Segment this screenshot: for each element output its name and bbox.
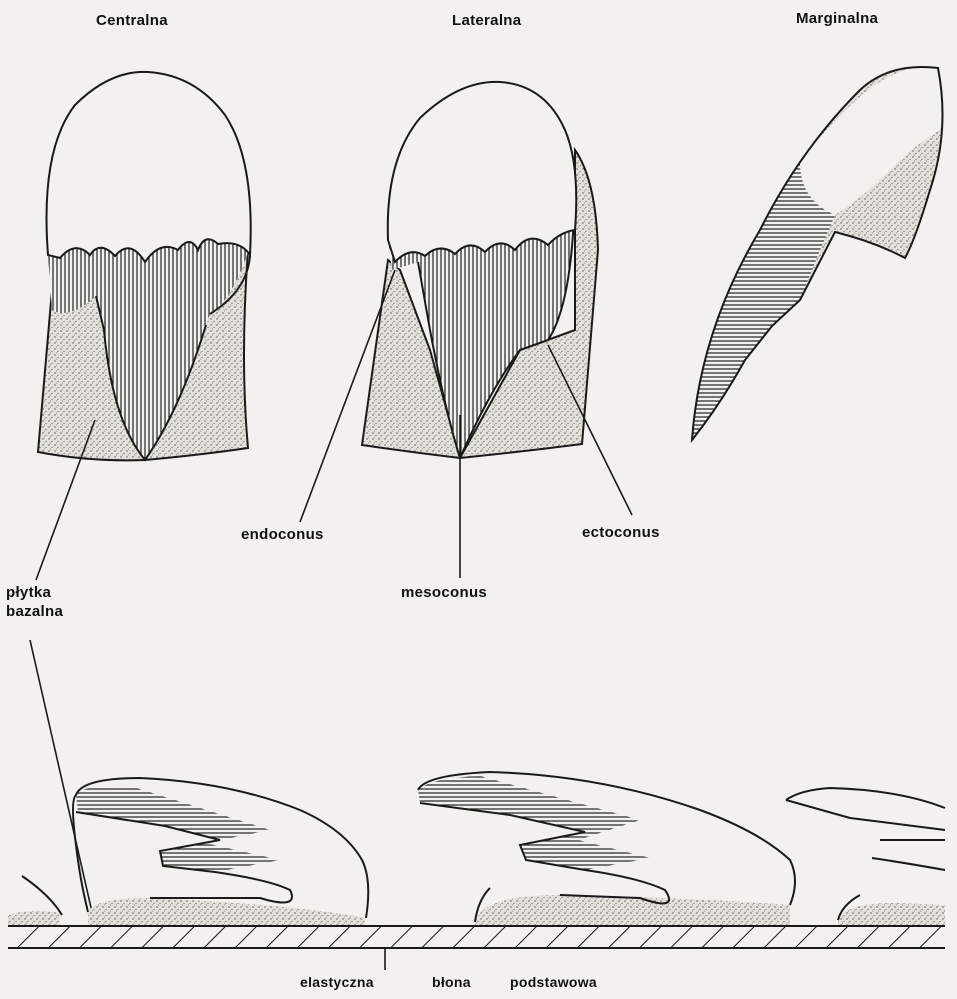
central-tooth-crown [47,72,251,262]
label-endoconus: endoconus [241,526,324,543]
leader-plytka-lower [30,640,92,912]
title-marginal: Marginalna [796,10,878,27]
label-mesoconus: mesoconus [401,584,487,601]
lateral-tooth-crown [388,82,576,262]
basal-plate-4 [838,903,945,926]
label-membrane-3: podstawowa [510,974,597,990]
basal-plate-2 [88,898,365,926]
label-membrane-2: błona [432,974,471,990]
title-lateral: Lateralna [452,12,521,29]
marginal-tooth [692,67,945,440]
label-plytka: płytka [6,584,51,601]
row-tooth-fragment [22,876,62,915]
radula-row [8,772,945,948]
basal-plate-1 [8,911,60,926]
central-tooth [38,72,251,460]
label-ectoconus: ectoconus [582,524,660,541]
label-bazalna: bazalna [6,603,63,620]
label-membrane-1: elastyczna [300,974,374,990]
basal-plate-3 [475,895,790,926]
row-tooth-3-hatch [418,776,650,870]
lateral-tooth [362,82,598,458]
row-tooth-4-outline [786,788,945,920]
marginal-tooth-hatch [692,162,835,440]
title-central: Centralna [96,12,168,29]
